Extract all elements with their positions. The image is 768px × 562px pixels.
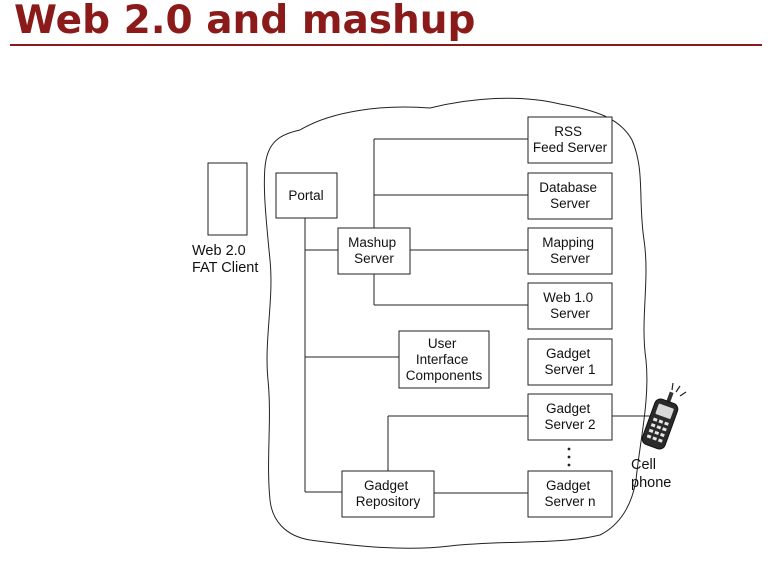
- mashup-server-box: [337, 227, 411, 275]
- rss-feed-server-box: [527, 116, 613, 164]
- gadget-server-n-label: Gadget Server n: [544, 478, 595, 509]
- web10-server-box: [527, 282, 613, 330]
- fat-client-box: [207, 162, 248, 236]
- cloud-boundary: [263, 97, 648, 549]
- cell-phone-icon: [641, 382, 687, 450]
- portal-label: Portal: [288, 188, 323, 203]
- web10-server-label: Web 1.0 Server: [543, 290, 597, 321]
- mapping-server-label: Mapping Server: [542, 235, 598, 266]
- gadget-server-1-box: [527, 338, 613, 386]
- rss-feed-server-label: RSS Feed Server: [533, 124, 608, 155]
- gadget-server-1-label: Gadget Server 1: [544, 346, 595, 377]
- database-server-box: [527, 172, 613, 220]
- gadget-server-n-box: [527, 470, 613, 518]
- mapping-server-box: [527, 227, 613, 275]
- fat-client-label: Web 2.0 FAT Client: [192, 243, 258, 276]
- gadget-server-2-label: Gadget Server 2: [544, 401, 595, 432]
- title-divider: [10, 44, 762, 46]
- vertical-dots-icon: [567, 447, 571, 467]
- gadget-server-2-box: [527, 393, 613, 441]
- mashup-server-label: Mashup Server: [348, 235, 400, 266]
- connector-lines: [304, 138, 650, 494]
- database-server-label: Database Server: [539, 180, 601, 211]
- gadget-repository-box: [341, 470, 435, 518]
- gadget-repository-label: Gadget Repository: [356, 478, 421, 509]
- ui-components-label: User Interface Components: [406, 336, 483, 383]
- ui-components-box: [398, 330, 490, 389]
- cell-phone-label: Cell phone: [631, 457, 671, 491]
- page-title: Web 2.0 and mashup: [14, 0, 476, 43]
- portal-box: [275, 172, 338, 219]
